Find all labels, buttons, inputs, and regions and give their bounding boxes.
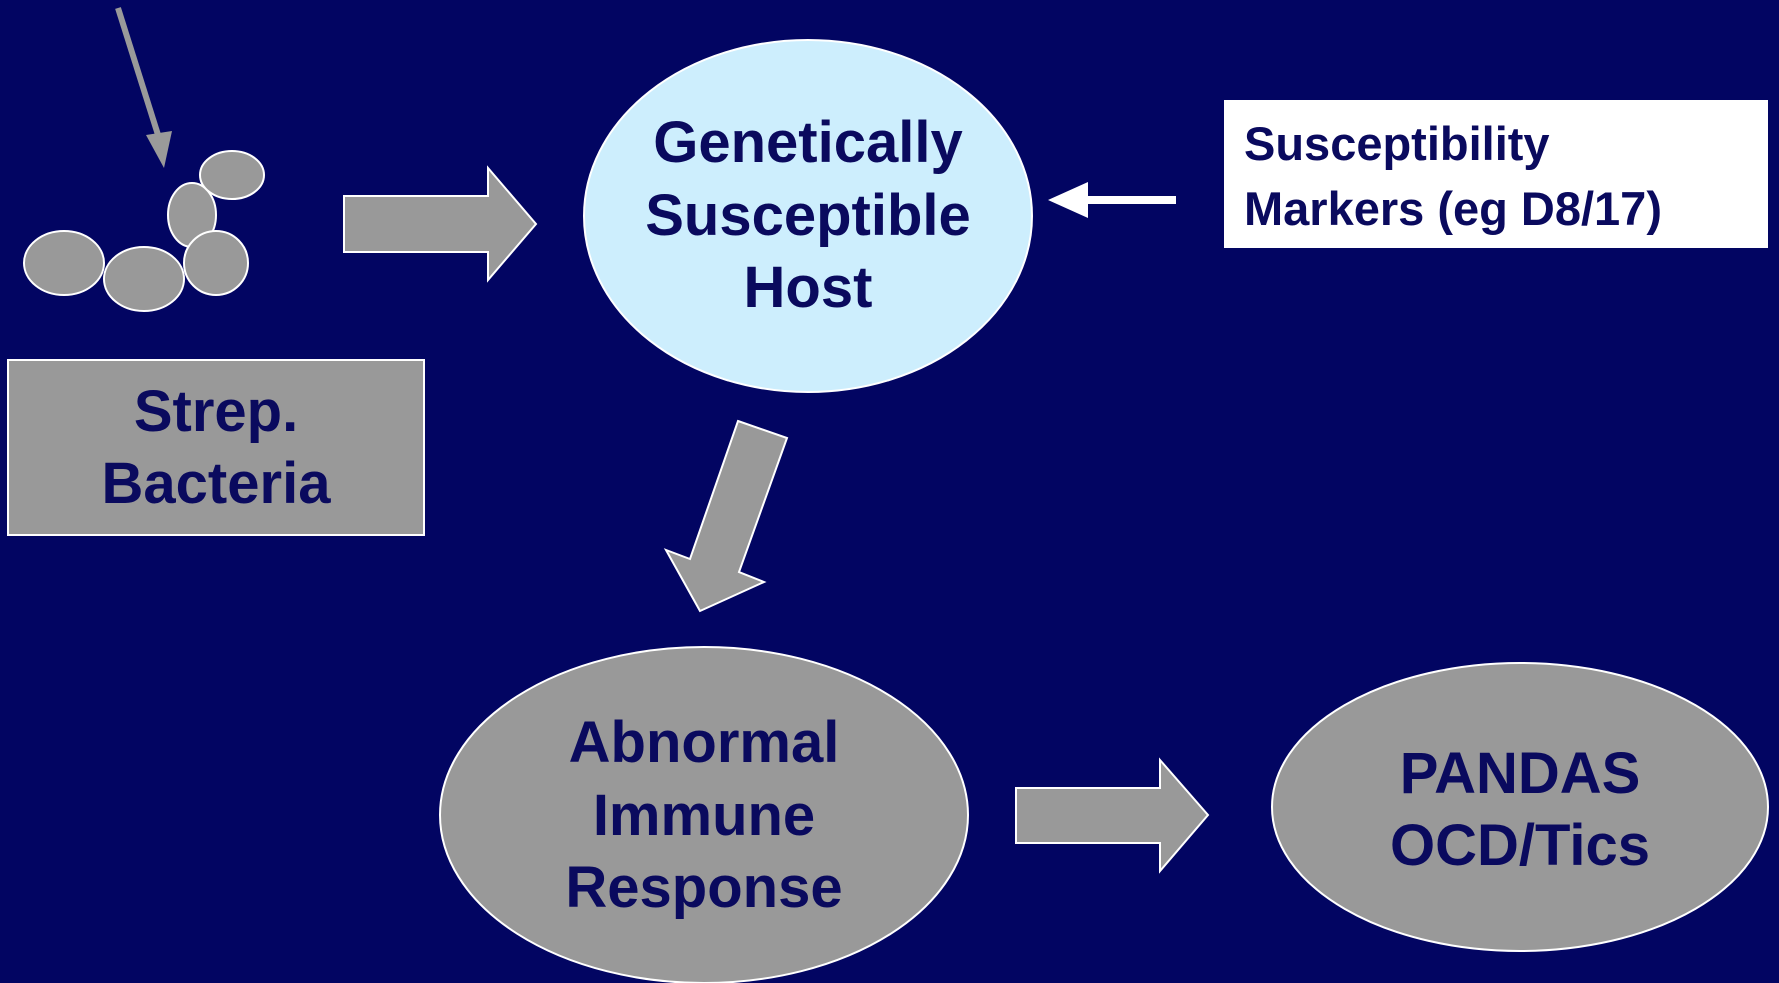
markers-label: Susceptibility Markers (eg D8/17) [1244, 112, 1662, 242]
pandas-ellipse [1271, 662, 1769, 952]
arrow-immune-to-pandas [1015, 757, 1210, 874]
immune-ellipse [439, 646, 969, 983]
strep-label: Strep. Bacteria [8, 368, 424, 528]
host-ellipse [583, 39, 1033, 393]
arrow-strep-to-host [343, 165, 538, 283]
pandas-label: PANDAS OCD/Tics [1320, 730, 1720, 890]
strep-label-line-2: Bacteria [101, 451, 331, 516]
immune-label-line-1: Abnormal [568, 710, 840, 776]
arrow-host-to-immune [663, 419, 789, 613]
host-label-line-2: Susceptible [645, 182, 971, 248]
immune-label-line-2: Immune [592, 782, 816, 848]
strep-bacteria-box [7, 359, 425, 536]
arrow-markers-to-host [1048, 182, 1176, 218]
host-label-line-3: Host [743, 255, 873, 321]
markers-label-line-2: Markers (eg D8/17) [1244, 181, 1662, 235]
immune-label-line-3: Response [565, 855, 843, 921]
pointer-arrow [115, 7, 172, 168]
pandas-label-line-2: OCD/Tics [1389, 813, 1650, 878]
markers-box [1224, 100, 1768, 248]
host-label: Genetically Susceptible Host [584, 100, 1032, 332]
host-label-line-1: Genetically [653, 110, 963, 176]
pandas-label-line-1: PANDAS [1399, 740, 1641, 806]
immune-label: Abnormal Immune Response [464, 700, 944, 932]
bacteria-cluster-icon [23, 150, 265, 312]
markers-label-line-1: Susceptibility [1244, 117, 1550, 170]
strep-label-line-1: Strep. [133, 378, 299, 444]
